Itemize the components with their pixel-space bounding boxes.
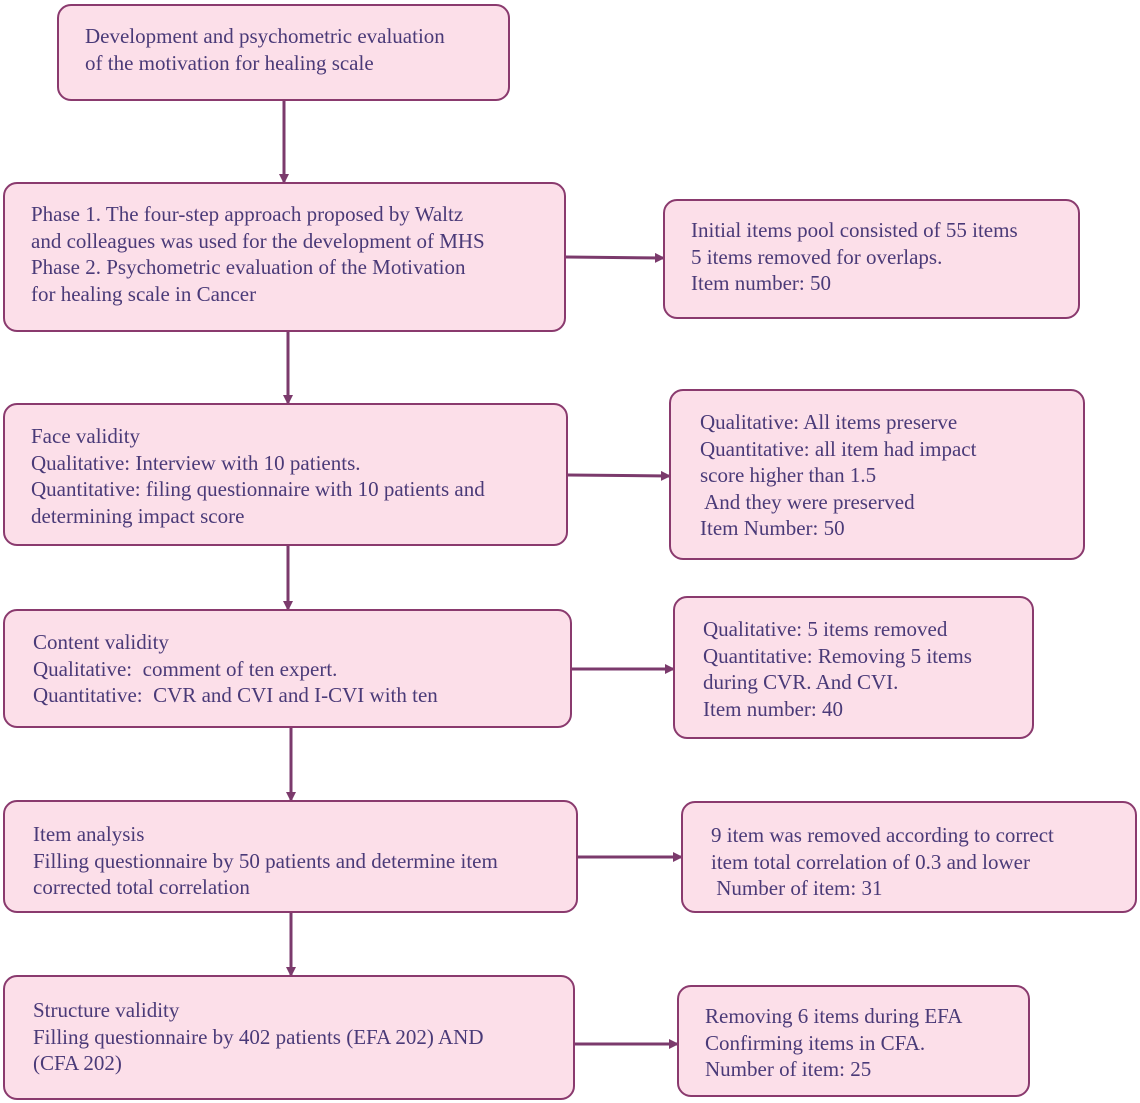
arrow-face-validity-to-result — [567, 470, 671, 481]
structure-result-line-2: Confirming items in CFA. — [705, 1030, 926, 1055]
face-validity-line-2: Qualitative: Interview with 10 patients. — [31, 450, 361, 475]
item-analysis-box: Item analysis Filling questionnaire by 5… — [3, 800, 578, 913]
phases-box: Phase 1. The four-step approach proposed… — [3, 182, 566, 332]
structure-result-box: Removing 6 items during EFA Confirming i… — [677, 985, 1030, 1097]
face-result-line-3: score higher than 1.5 — [700, 463, 877, 487]
content-validity-line-1: Content validity — [33, 630, 169, 654]
item-analysis-line-2: Filling questionnaire by 50 patients and… — [33, 848, 498, 873]
structure-result-line-3: Number of item: 25 — [705, 1057, 872, 1081]
item-result-line-2: item total correlation of 0.3 and lower — [711, 849, 1030, 874]
content-validity-box: Content validity Qualitative: comment of… — [3, 609, 572, 728]
content-result-line-3: during CVR. And CVI. — [703, 670, 899, 694]
title-box: Development and psychometric evaluation … — [57, 4, 510, 101]
arrow-phases-to-initial-pool — [565, 252, 665, 263]
initial-pool-line-3: Item number: 50 — [691, 271, 831, 295]
phases-line-3: Phase 2. Psychometric evaluation of the … — [31, 255, 466, 279]
face-result-line-1: Qualitative: All items preserve — [700, 410, 958, 434]
title-line-1: Development and psychometric evaluation — [85, 24, 445, 48]
face-validity-line-1: Face validity — [31, 424, 141, 448]
face-result-line-2: Quantitative: all item had impact — [700, 436, 977, 461]
structure-validity-line-1: Structure validity — [33, 998, 180, 1022]
structure-validity-line-3: (CFA 202) — [33, 1051, 122, 1075]
face-validity-box: Face validity Qualitative: Interview wit… — [3, 403, 568, 546]
item-analysis-line-1: Item analysis — [33, 822, 145, 846]
item-result-line-1: 9 item was removed according to correct — [711, 823, 1054, 847]
content-result-line-4: Item number: 40 — [703, 696, 843, 721]
structure-validity-box: Structure validity Filling questionnaire… — [3, 975, 575, 1100]
structure-validity-line-2: Filling questionnaire by 402 patients (E… — [33, 1024, 484, 1049]
title-line-2: of the motivation for healing scale — [85, 50, 374, 75]
content-result-line-1: Qualitative: 5 items removed — [703, 617, 948, 641]
item-result-line-3: Number of item: 31 — [711, 876, 883, 900]
face-result-box: Qualitative: All items preserve Quantita… — [669, 389, 1085, 560]
content-result-box: Qualitative: 5 items removed Quantitativ… — [673, 596, 1034, 739]
content-validity-line-2: Qualitative: comment of ten expert. — [33, 656, 338, 681]
content-validity-line-3: Quantitative: CVR and CVI and I-CVI with… — [33, 683, 438, 707]
face-result-line-4: And they were preserved — [700, 489, 915, 514]
face-result-line-5: Item Number: 50 — [700, 516, 845, 540]
structure-result-line-1: Removing 6 items during EFA — [705, 1004, 963, 1028]
phases-line-2: and colleagues was used for the developm… — [31, 228, 485, 253]
item-result-box: 9 item was removed according to correct … — [681, 801, 1137, 913]
phases-line-4: for healing scale in Cancer — [31, 281, 257, 306]
phases-line-1: Phase 1. The four-step approach proposed… — [31, 202, 464, 226]
face-validity-line-3: Quantitative: filing questionnaire with … — [31, 477, 485, 501]
initial-pool-line-1: Initial items pool consisted of 55 items — [691, 218, 1018, 242]
item-analysis-line-3: corrected total correlation — [33, 875, 250, 899]
initial-pool-line-2: 5 items removed for overlaps. — [691, 244, 943, 269]
content-result-line-2: Quantitative: Removing 5 items — [703, 643, 972, 668]
face-validity-line-4: determining impact score — [31, 503, 245, 528]
initial-pool-box: Initial items pool consisted of 55 items… — [663, 199, 1080, 319]
